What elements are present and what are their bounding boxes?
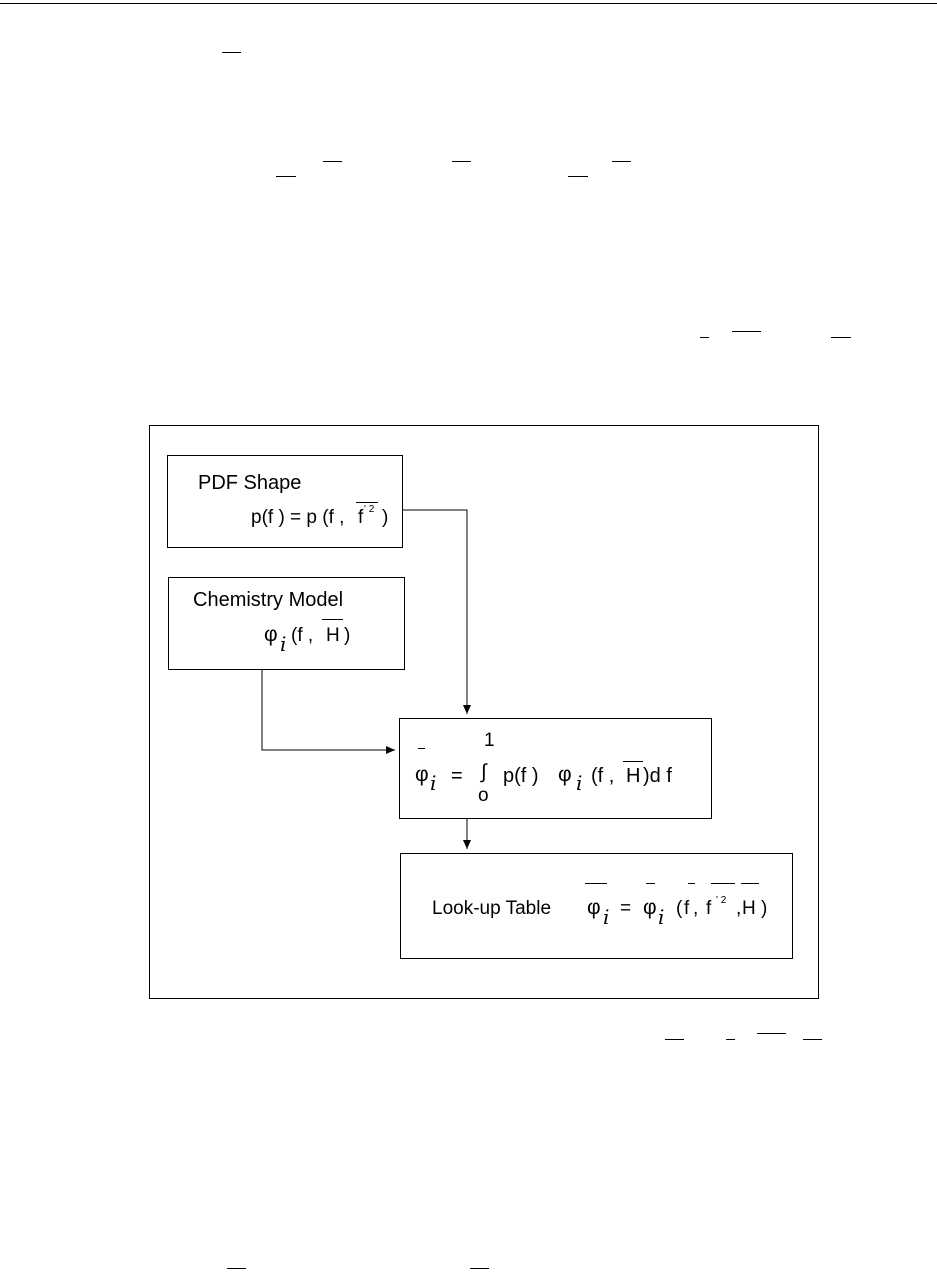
overbar-mark — [711, 883, 735, 884]
chem-args-open: (f , — [291, 625, 314, 646]
chem-sub: i — [280, 632, 287, 656]
overbar-mark — [741, 883, 759, 884]
arrow-chem-to-integral — [261, 670, 395, 754]
integral-args-open: (f , — [591, 765, 615, 787]
overbar-mark — [612, 161, 631, 163]
lookup-H: H — [742, 898, 756, 919]
overbar-mark — [227, 1268, 246, 1270]
overbar-mark — [356, 502, 378, 503]
overbar-mark — [726, 1039, 735, 1041]
overbar-mark — [276, 176, 296, 178]
overbar-mark — [623, 761, 643, 762]
lookup-comma1: , — [693, 898, 699, 919]
lookup-sup: ' 2 — [716, 895, 727, 906]
pdf-shape-title: PDF Shape — [198, 472, 302, 494]
integral-H: H — [626, 765, 641, 787]
lookup-paren-close: ) — [761, 898, 768, 919]
chem-title: Chemistry Model — [193, 589, 344, 611]
pdf-eq-f: f — [358, 507, 364, 528]
chemistry-model-box — [168, 577, 405, 670]
overbar-mark — [757, 1033, 786, 1035]
integral-sub-bar: i — [430, 771, 437, 795]
overbar-mark — [418, 748, 425, 749]
integral-lower: o — [478, 785, 489, 806]
lookup-f2: f — [706, 898, 712, 919]
lookup-f1: f — [684, 898, 690, 919]
integral-equals: = — [451, 765, 463, 787]
lookup-sub-left: i — [603, 905, 610, 929]
pdf-eq-lhs: p(f ) = p (f , — [251, 507, 345, 528]
overbar-mark — [323, 161, 342, 163]
lookup-phi-right: φ — [643, 896, 657, 919]
overbar-mark — [585, 883, 607, 884]
lookup-equals: = — [620, 898, 632, 919]
chem-args-close: ) — [344, 625, 351, 646]
page-header-rule — [0, 3, 937, 4]
pdf-eq-sup: ' 2 — [364, 504, 375, 515]
lookup-comma2: , — [736, 898, 742, 919]
chem-H: H — [326, 625, 340, 646]
lookup-label: Look-up Table — [432, 898, 552, 919]
chem-phi: φ — [264, 623, 278, 646]
overbar-mark — [732, 331, 761, 333]
integral-args-close: )d f — [643, 765, 672, 787]
integral-phi-bar: φ — [415, 763, 429, 786]
overbar-mark — [222, 52, 241, 54]
overbar-mark — [646, 883, 655, 884]
integral-phi: φ — [558, 763, 572, 786]
lookup-paren-open: ( — [676, 898, 683, 919]
pdf-shape-box — [167, 455, 403, 548]
pdf-eq-close: ) — [382, 507, 389, 528]
integral-sign: ∫ — [481, 761, 487, 783]
overbar-mark — [803, 1039, 822, 1041]
overbar-mark — [700, 337, 709, 339]
overbar-mark — [470, 1268, 489, 1270]
overbar-mark — [665, 1039, 684, 1041]
overbar-mark — [831, 337, 851, 339]
integral-pf: p(f ) — [503, 765, 539, 787]
integral-box — [399, 718, 712, 819]
overbar-mark — [688, 883, 695, 884]
integral-sub: i — [576, 771, 583, 795]
overbar-mark — [322, 619, 343, 620]
diagram-frame — [149, 425, 819, 999]
integral-upper: 1 — [484, 730, 495, 751]
lookup-sub-right: i — [658, 905, 665, 929]
overbar-mark — [568, 176, 588, 178]
lookup-table-box — [400, 853, 793, 959]
lookup-phi-left: φ — [587, 896, 601, 919]
overbar-mark — [452, 161, 471, 163]
arrow-pdf-to-integral — [403, 509, 471, 714]
